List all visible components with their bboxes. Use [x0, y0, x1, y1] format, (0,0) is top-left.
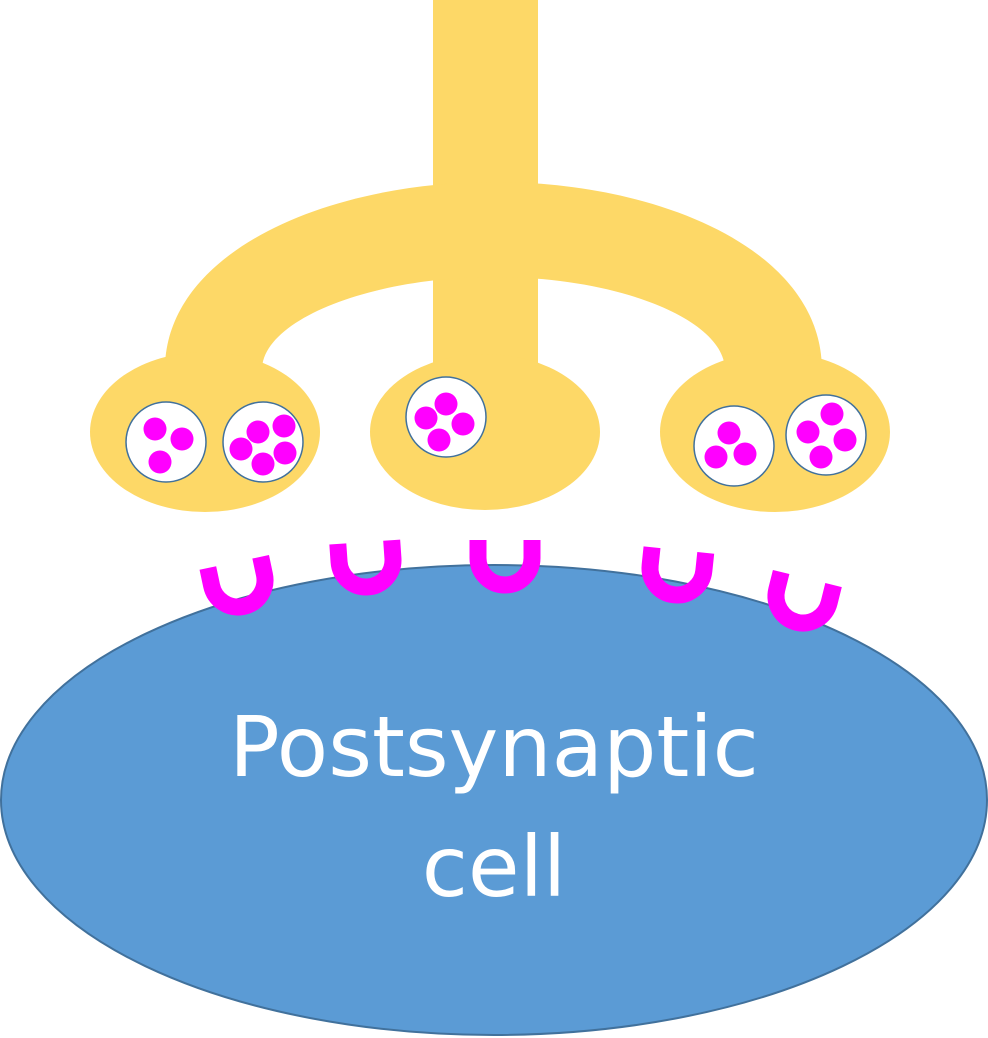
- neurotransmitter-molecule: [273, 441, 297, 465]
- axon-arch-branch: [165, 182, 822, 370]
- neurotransmitter-molecule: [251, 452, 275, 476]
- vesicle: [693, 405, 775, 487]
- vesicle: [222, 401, 304, 483]
- neurotransmitter-molecule: [820, 402, 844, 426]
- receptor: [329, 539, 402, 596]
- neurotransmitter-molecule: [427, 428, 451, 452]
- vesicle-membrane: [405, 376, 487, 458]
- neurotransmitter-molecule: [717, 421, 741, 445]
- axon-terminal-middle: [370, 354, 600, 510]
- neurotransmitter-molecule: [733, 442, 757, 466]
- neurotransmitter-molecule: [246, 420, 270, 444]
- postsynaptic-label-line2: cell: [422, 818, 567, 916]
- neurotransmitter-molecule: [451, 412, 475, 436]
- neurotransmitter-molecule: [229, 437, 253, 461]
- neurotransmitter-molecule: [148, 450, 172, 474]
- neurotransmitter-molecule: [143, 417, 167, 441]
- neurotransmitter-molecule: [170, 427, 194, 451]
- synaptic-vesicles: [125, 376, 867, 487]
- vesicle: [785, 394, 867, 476]
- neurotransmitter-molecule: [704, 445, 728, 469]
- receptors: [199, 539, 842, 632]
- receptor: [767, 569, 842, 632]
- neurotransmitter-molecule: [809, 445, 833, 469]
- receptor: [469, 540, 541, 594]
- neurotransmitter-molecule: [796, 420, 820, 444]
- neurotransmitter-molecule: [833, 428, 857, 452]
- vesicle-membrane: [693, 405, 775, 487]
- postsynaptic-label-line1: Postsynaptic: [229, 698, 759, 796]
- vesicle: [125, 401, 207, 483]
- neurotransmitter-molecule: [272, 414, 296, 438]
- neurotransmitter-molecule: [434, 392, 458, 416]
- vesicle-membrane: [785, 394, 867, 476]
- receptor: [199, 555, 274, 616]
- vesicle: [405, 376, 487, 458]
- neurotransmitter-molecule: [414, 406, 438, 430]
- postsynaptic-cell: [0, 564, 988, 1036]
- receptor: [641, 546, 715, 604]
